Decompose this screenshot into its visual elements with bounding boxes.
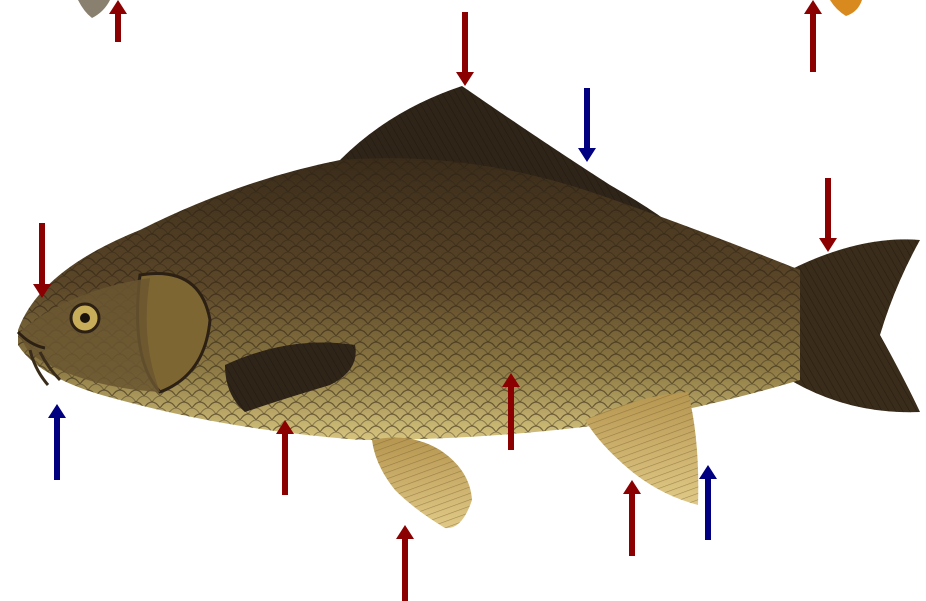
arrow-anal-fin	[623, 480, 641, 556]
arrow-top-right-edge	[804, 0, 822, 72]
arrow-dorsal-fin-rear	[578, 88, 596, 162]
arrow-tail-base	[819, 178, 837, 252]
arrow-anal-fin-rear	[699, 465, 717, 540]
arrow-head	[33, 223, 51, 298]
arrow-pectoral-fin	[276, 420, 294, 495]
partial-fish-top-right	[830, 0, 862, 16]
arrow-barbel	[48, 404, 66, 480]
arrow-top-left-edge	[109, 0, 127, 42]
partial-fish-top-left	[78, 0, 110, 18]
arrow-pelvic-fin	[396, 525, 414, 601]
arrow-dorsal-fin-front	[456, 12, 474, 86]
